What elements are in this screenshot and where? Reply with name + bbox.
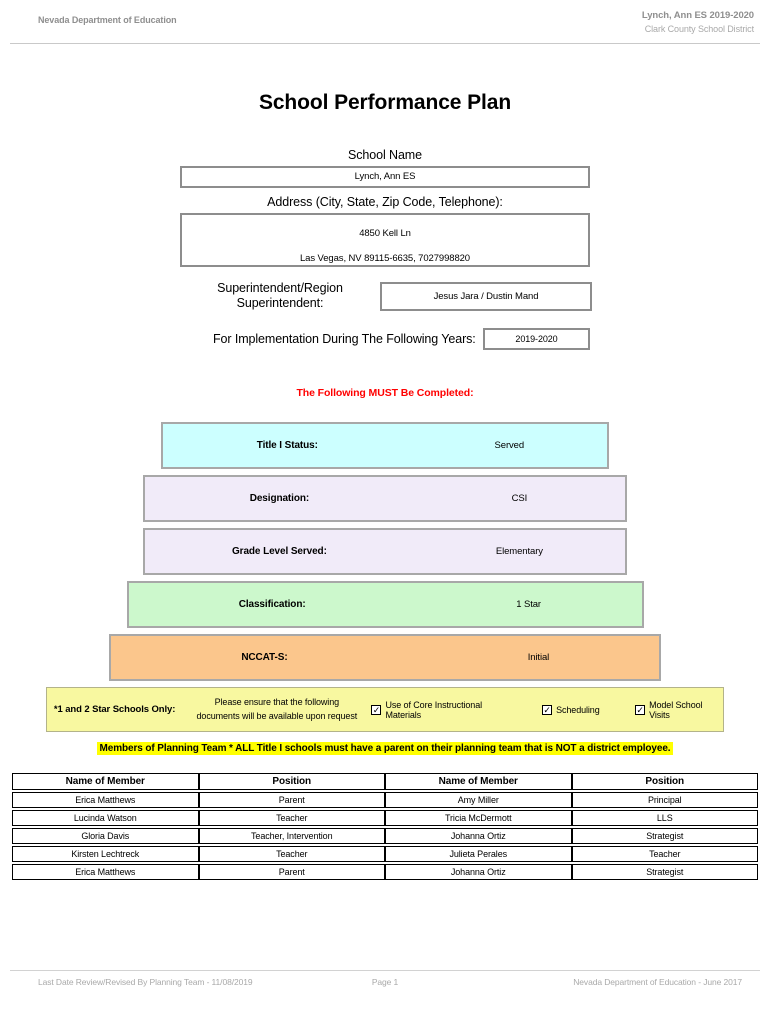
table-row: Lucinda Watson Teacher Tricia McDermott … — [12, 810, 758, 826]
superintendent-row: Superintendent/Region Superintendent: Je… — [180, 281, 770, 311]
col-header-name-2: Name of Member — [385, 773, 572, 790]
address-label: Address (City, State, Zip Code, Telephon… — [267, 195, 503, 209]
school-name-field[interactable]: Lynch, Ann ES — [180, 166, 590, 188]
school-name-label: School Name — [348, 148, 422, 162]
planning-team-table: Name of Member Position Name of Member P… — [12, 771, 758, 882]
title1-status-row: Title I Status: Served — [161, 422, 609, 469]
star-schools-strip: *1 and 2 Star Schools Only: Please ensur… — [46, 687, 724, 732]
checkbox-checked-icon[interactable]: ✓ — [635, 704, 646, 715]
planning-team-note: Members of Planning Team * ALL Title I s… — [0, 742, 770, 755]
nccats-value: Initial — [527, 652, 550, 663]
header-district: Clark County School District — [644, 24, 754, 34]
superintendent-field[interactable]: Jesus Jara / Dustin Mand — [380, 281, 592, 311]
table-row: Gloria Davis Teacher, Intervention Johan… — [12, 828, 758, 844]
star-schools-note-line2: documents will be available upon request — [196, 710, 358, 721]
header-school-year: Lynch, Ann ES 2019-2020 — [641, 10, 754, 21]
member-name-cell: Tricia McDermott — [385, 810, 572, 826]
member-position-cell: LLS — [571, 810, 758, 826]
col-header-position-1: Position — [198, 773, 385, 790]
classification-value: 1 Star — [516, 599, 541, 610]
member-position-cell: Strategist — [571, 864, 758, 880]
member-name-cell: Lucinda Watson — [12, 810, 199, 826]
model-visits-label: Model School Visits — [649, 699, 703, 720]
title1-status-value: Served — [494, 440, 525, 451]
footer-divider — [10, 970, 760, 971]
member-position-cell: Teacher — [198, 846, 385, 862]
header-divider — [10, 43, 760, 44]
header-org-name: Nevada Department of Education — [38, 15, 177, 25]
classification-label: Classification: — [238, 599, 306, 610]
must-complete-notice: The Following MUST Be Completed: — [296, 387, 474, 399]
member-position-cell: Teacher, Intervention — [198, 828, 385, 844]
member-position-cell: Strategist — [571, 828, 758, 844]
member-position-cell: Teacher — [571, 846, 758, 862]
member-name-cell: Kirsten Lechtreck — [12, 846, 199, 862]
checkbox-checked-icon[interactable]: ✓ — [371, 704, 382, 715]
star-schools-note-line1: Please ensure that the following — [214, 697, 340, 707]
table-row: Erica Matthews Parent Johanna Ortiz Stra… — [12, 864, 758, 880]
footer-revision-date: Last Date Review/Revised By Planning Tea… — [38, 977, 253, 987]
member-name-cell: Erica Matthews — [12, 792, 199, 808]
page-footer: Last Date Review/Revised By Planning Tea… — [0, 970, 770, 991]
core-materials-check-item: ✓ Use of Core Instructional Materials — [371, 700, 506, 720]
superintendent-label: Superintendent/Region Superintendent: — [180, 281, 380, 311]
scheduling-check-item: ✓ Scheduling — [507, 704, 635, 715]
member-name-cell: Erica Matthews — [12, 864, 199, 880]
implementation-years-value: 2019-2020 — [515, 334, 558, 344]
designation-label: Designation: — [249, 493, 310, 504]
member-position-cell: Parent — [198, 864, 385, 880]
model-visits-check-item: ✓ Model School Visits — [635, 700, 723, 720]
scheduling-label: Scheduling — [556, 704, 600, 715]
implementation-years-field[interactable]: 2019-2020 — [483, 328, 590, 350]
superintendent-label-line2: Superintendent: — [236, 296, 324, 310]
grade-level-value: Elementary — [495, 546, 543, 557]
checkbox-checked-icon[interactable]: ✓ — [542, 704, 553, 715]
table-row: Kirsten Lechtreck Teacher Julieta Perale… — [12, 846, 758, 862]
grade-level-label: Grade Level Served: — [231, 546, 327, 557]
nccats-row: NCCAT-S: Initial — [109, 634, 661, 681]
page-header: Nevada Department of Education Lynch, An… — [0, 0, 770, 34]
member-name-cell: Julieta Perales — [385, 846, 572, 862]
address-field[interactable]: 4850 Kell Ln Las Vegas, NV 89115-6635, 7… — [180, 213, 590, 267]
superintendent-value: Jesus Jara / Dustin Mand — [433, 290, 539, 302]
member-position-cell: Teacher — [198, 810, 385, 826]
member-name-cell: Gloria Davis — [12, 828, 199, 844]
classification-row: Classification: 1 Star — [126, 581, 644, 628]
implementation-row: For Implementation During The Following … — [213, 328, 770, 350]
core-materials-label: Use of Core Instructional Materials — [385, 699, 482, 720]
address-line1: 4850 Kell Ln — [359, 228, 411, 239]
title1-status-label: Title I Status: — [256, 440, 318, 451]
footer-doc-version: Nevada Department of Education - June 20… — [573, 977, 742, 987]
designation-value: CSI — [511, 493, 528, 504]
member-name-cell: Johanna Ortiz — [385, 864, 572, 880]
footer-page-number: Page 1 — [371, 977, 399, 987]
col-header-position-2: Position — [571, 773, 758, 790]
grade-level-row: Grade Level Served: Elementary — [143, 528, 627, 575]
address-line2: Las Vegas, NV 89115-6635, 7027998820 — [299, 253, 470, 264]
superintendent-label-line1: Superintendent/Region — [217, 281, 343, 295]
nccats-label: NCCAT-S: — [241, 652, 288, 663]
implementation-label: For Implementation During The Following … — [213, 332, 476, 346]
member-name-cell: Amy Miller — [385, 792, 572, 808]
star-schools-label: *1 and 2 Star Schools Only: — [53, 704, 176, 715]
member-position-cell: Parent — [198, 792, 385, 808]
member-position-cell: Principal — [571, 792, 758, 808]
school-name-value: Lynch, Ann ES — [354, 171, 416, 182]
planning-team-note-text: Members of Planning Team * ALL Title I s… — [96, 742, 674, 755]
star-schools-note: Please ensure that the following documen… — [182, 696, 371, 723]
header-right-block: Lynch, Ann ES 2019-2020 Clark County Sch… — [642, 10, 754, 34]
table-row: Erica Matthews Parent Amy Miller Princip… — [12, 792, 758, 808]
page-title: School Performance Plan — [258, 91, 512, 114]
member-name-cell: Johanna Ortiz — [385, 828, 572, 844]
col-header-name-1: Name of Member — [12, 773, 199, 790]
table-header-row: Name of Member Position Name of Member P… — [12, 773, 758, 790]
designation-row: Designation: CSI — [143, 475, 627, 522]
